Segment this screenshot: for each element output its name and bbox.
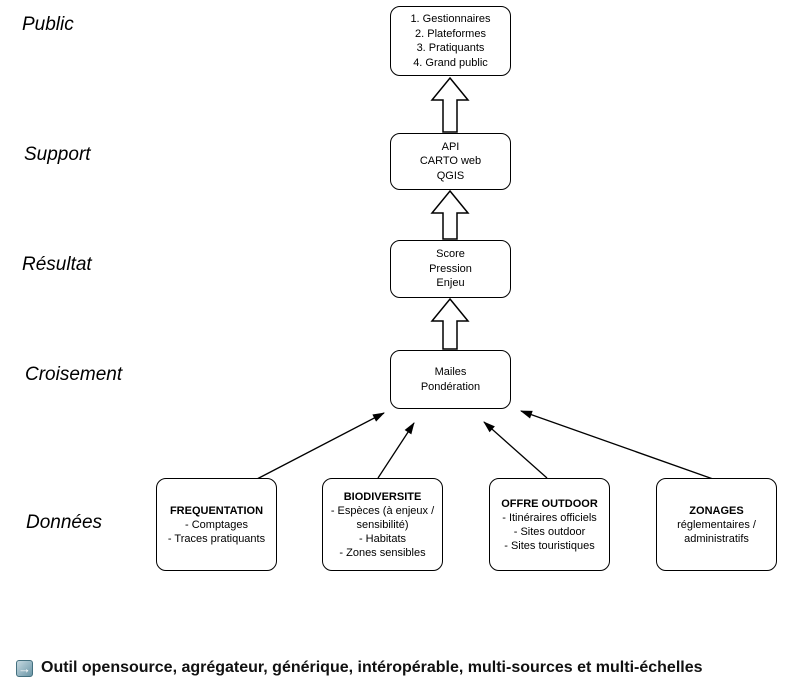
node-offre-outdoor: OFFRE OUTDOOR - Itinéraires officiels - … (489, 478, 610, 571)
node-resultat-line: Enjeu (436, 277, 465, 290)
node-zonages-title: ZONAGES (689, 504, 744, 517)
block-arrow-up-2 (430, 189, 470, 240)
footer-note: → Outil opensource, agrégateur, génériqu… (16, 654, 703, 682)
node-public-line: 1. Gestionnaires (410, 13, 491, 25)
level-label-support: Support (24, 144, 91, 165)
node-biodiversite-title: BIODIVERSITE (343, 490, 422, 503)
node-support-line: CARTO web (419, 155, 482, 168)
node-resultat-line: Pression (429, 262, 472, 275)
node-resultat: Score Pression Enjeu (390, 240, 511, 298)
node-croisement-line: Mailes (434, 366, 467, 378)
node-offre-outdoor-title: OFFRE OUTDOOR (501, 497, 598, 510)
node-frequentation-line: - Traces pratiquants (167, 532, 266, 545)
node-support-line: QGIS (436, 169, 465, 182)
connector-offre-outdoor (483, 421, 548, 479)
arrow-right-icon: → (16, 659, 33, 677)
connector-zonages (520, 410, 714, 480)
node-biodiversite: BIODIVERSITE - Espèces (à enjeux / sensi… (322, 478, 443, 571)
node-support: API CARTO web QGIS (390, 133, 511, 190)
node-offre-outdoor-line: - Itinéraires officiels (502, 511, 597, 524)
node-frequentation-line: - Comptages (185, 518, 248, 531)
node-croisement-line: Pondération (420, 380, 481, 393)
node-croisement: Mailes Pondération (390, 350, 511, 409)
level-label-croisement: Croisement (25, 364, 123, 385)
node-public-line: 3. Pratiquants (416, 42, 485, 54)
block-arrow-up-1 (430, 76, 470, 133)
node-zonages: ZONAGES réglementaires / administratifs (656, 478, 777, 571)
block-arrow-up-3 (430, 297, 470, 350)
level-label-public: Public (22, 14, 74, 35)
footer-text: Outil opensource, agrégateur, générique,… (41, 659, 703, 676)
level-label-donnees: Données (26, 512, 103, 533)
node-biodiversite-line: - Habitats (358, 532, 407, 545)
node-offre-outdoor-line: - Sites outdoor (513, 525, 586, 538)
node-frequentation: FREQUENTATION - Comptages - Traces prati… (156, 478, 277, 571)
node-public: 1. Gestionnaires 2. Plateformes 3. Prati… (390, 6, 511, 76)
connector-biodiversite (377, 422, 415, 479)
level-label-resultat: Résultat (22, 254, 92, 275)
node-offre-outdoor-line: - Sites touristiques (504, 539, 595, 552)
node-zonages-line: réglementaires / administratifs (677, 518, 756, 545)
node-biodiversite-line: - Espèces (à enjeux / sensibilité) (330, 504, 435, 531)
node-public-line: 2. Plateformes (415, 27, 486, 40)
node-support-line: API (441, 140, 460, 153)
node-frequentation-title: FREQUENTATION (169, 504, 264, 517)
connector-frequentation (256, 412, 385, 480)
node-resultat-line: Score (436, 248, 465, 261)
node-biodiversite-line: - Zones sensibles (339, 546, 426, 559)
node-public-line: 4. Grand public (413, 56, 488, 69)
